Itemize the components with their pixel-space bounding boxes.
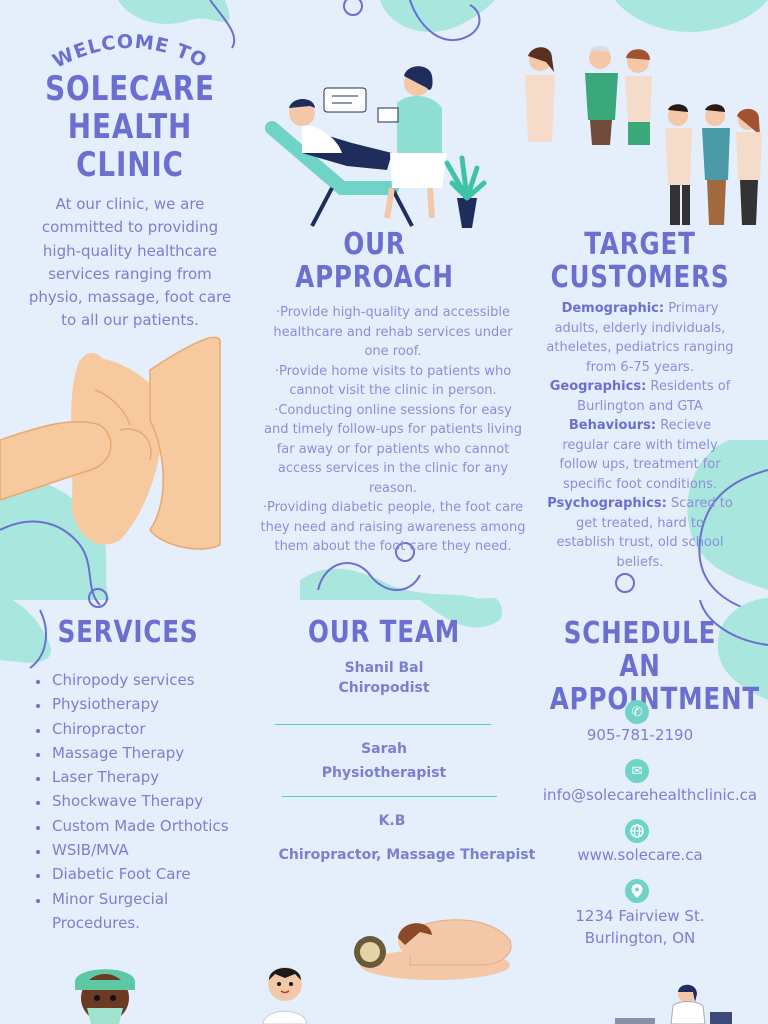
child-avatar-illustration bbox=[262, 967, 308, 1024]
team-divider bbox=[275, 724, 491, 725]
people-group-illustration bbox=[525, 45, 762, 225]
address: 1234 Fairview St. Burlington, ON bbox=[540, 905, 740, 949]
website-link[interactable]: www.solecare.ca bbox=[577, 846, 703, 864]
list-item: WSIB/MVA bbox=[50, 838, 255, 862]
email-link[interactable]: info@solecarehealthclinic.ca bbox=[542, 786, 758, 804]
address-line1: 1234 Fairview St. bbox=[575, 907, 705, 925]
schedule-title-line2: APPOINTMENT bbox=[549, 682, 761, 717]
email-icon: ✉ bbox=[625, 759, 649, 783]
location-pin-icon bbox=[625, 879, 649, 903]
team-member-name: Sarah bbox=[361, 741, 407, 757]
clinic-intro: At our clinic, we are committed to provi… bbox=[28, 195, 232, 330]
address-line2: Burlington, ON bbox=[584, 929, 696, 947]
approach-point: ·Provide high-quality and accessible hea… bbox=[273, 305, 513, 359]
schedule-title: SCHEDULE AN APPOINTMENT bbox=[549, 616, 761, 717]
welcome-greeting: WELCOME TO bbox=[49, 31, 210, 73]
approach-title: OUR APPROACH bbox=[282, 228, 467, 294]
consultation-illustration bbox=[265, 66, 487, 228]
services-list: Chiropody services Physiotherapy Chiropr… bbox=[32, 668, 255, 935]
services-title: SERVICES bbox=[57, 615, 199, 650]
team-divider bbox=[282, 796, 497, 797]
globe-icon bbox=[625, 819, 649, 843]
target-title-line2: CUSTOMERS bbox=[550, 260, 730, 295]
list-item: Minor Surgecial Procedures. bbox=[50, 887, 255, 936]
approach-title-line1: OUR bbox=[343, 227, 406, 262]
target-segment-demographic: Demographic: Primary adults, elderly ind… bbox=[546, 301, 734, 375]
target-title: TARGET CUSTOMERS bbox=[542, 228, 739, 294]
approach-point: ·Conducting online sessions for easy and… bbox=[263, 402, 523, 496]
list-item: Massage Therapy bbox=[50, 741, 255, 765]
list-item: Shockwave Therapy bbox=[50, 789, 255, 813]
approach-title-line2: APPROACH bbox=[295, 260, 454, 295]
phone-icon: ✆ bbox=[625, 700, 649, 724]
massage-illustration bbox=[354, 919, 512, 980]
clinic-title: SOLECARE HEALTH CLINIC bbox=[40, 70, 220, 184]
team-member-2: Sarah Physiotherapist bbox=[275, 737, 493, 785]
team-member-role: Physiotherapist bbox=[321, 765, 447, 781]
list-item: Physiotherapy bbox=[50, 692, 255, 716]
team-member-name: Shanil Bal bbox=[344, 660, 424, 676]
clinic-title-line1: SOLECARE bbox=[45, 69, 215, 109]
doctor-laptop-illustration bbox=[615, 984, 732, 1024]
team-member-3: K.B Chiropractor, Massage Therapist bbox=[262, 804, 552, 872]
list-item: Chiropody services bbox=[50, 668, 255, 692]
list-item: Chiropractor bbox=[50, 717, 255, 741]
phone-link[interactable]: 905-781-2190 bbox=[586, 726, 694, 744]
team-member-1: Shanil Bal Chiropodist bbox=[275, 658, 493, 698]
target-segment-geographic: Geographics: Residents of Burlington and… bbox=[549, 379, 731, 414]
surgeon-avatar-illustration bbox=[75, 969, 135, 1024]
clinic-title-line2: HEALTH bbox=[67, 107, 193, 147]
approach-points: ·Provide high-quality and accessible hea… bbox=[260, 303, 526, 557]
schedule-title-line1: SCHEDULE AN bbox=[563, 616, 717, 684]
target-segment-behaviour: Behaviours: Recieve regular care with ti… bbox=[559, 418, 721, 492]
list-item: Custom Made Orthotics bbox=[50, 814, 255, 838]
clinic-title-line3: CLINIC bbox=[76, 145, 184, 185]
target-title-line1: TARGET bbox=[584, 227, 696, 262]
team-member-name: K.B bbox=[378, 813, 406, 829]
approach-point: ·Providing diabetic people, the foot car… bbox=[260, 500, 526, 554]
approach-point: ·Provide home visits to patients who can… bbox=[274, 363, 512, 399]
svg-text:WELCOME TO: WELCOME TO bbox=[49, 31, 211, 73]
target-segment-psychographic: Psychographics: Scared to get treated, h… bbox=[547, 496, 733, 570]
list-item: Laser Therapy bbox=[50, 765, 255, 789]
team-member-role: Chiropodist bbox=[338, 680, 430, 696]
team-title: OUR TEAM bbox=[307, 615, 461, 650]
foot-massage-illustration bbox=[0, 336, 221, 550]
list-item: Diabetic Foot Care bbox=[50, 862, 255, 886]
team-member-role: Chiropractor, Massage Therapist bbox=[278, 847, 536, 863]
welcome-arc-text: WELCOME TO bbox=[49, 31, 211, 73]
target-segments: Demographic: Primary adults, elderly ind… bbox=[545, 299, 735, 572]
